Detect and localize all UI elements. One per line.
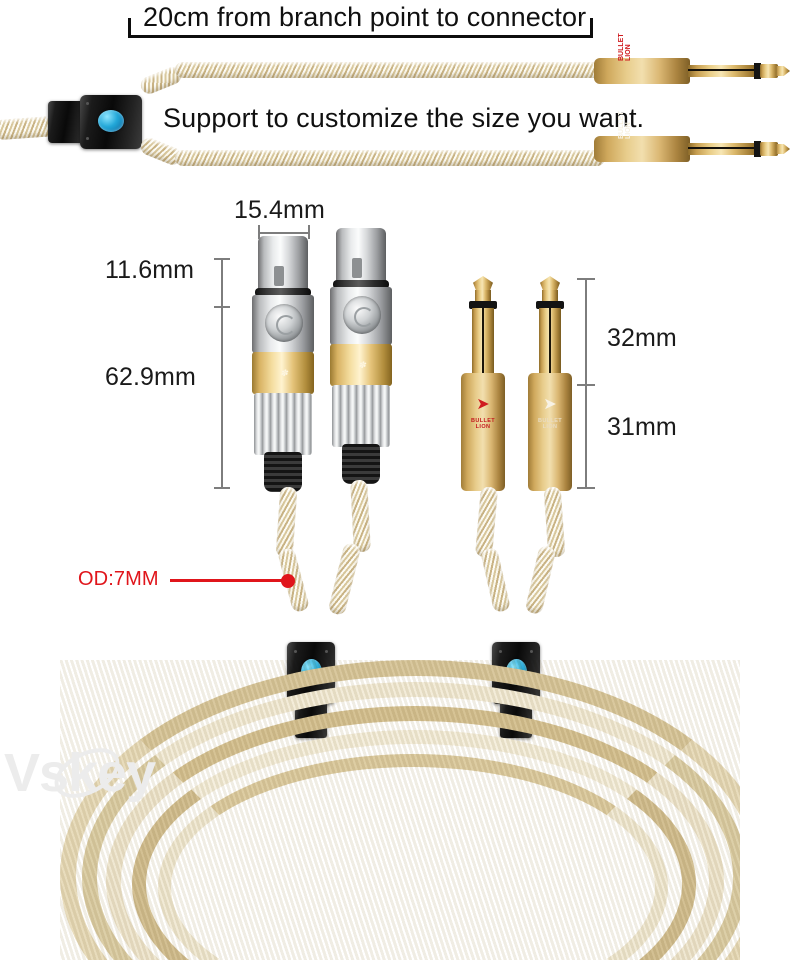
- headline-text: 20cm from branch point to connector: [143, 2, 587, 32]
- plug-shaft: [688, 65, 760, 77]
- xlr-knurled-grip: [332, 385, 390, 447]
- cable-from-xlr-right: [350, 479, 371, 553]
- plug-shaft-ring: [688, 69, 760, 71]
- xlr-female-left: ✽: [252, 236, 314, 492]
- dim-tick-xlr-mid: [214, 306, 230, 308]
- dim-tick-ts-top: [577, 278, 595, 280]
- cable-branch-upper: [175, 62, 605, 78]
- screw-dot-icon: [499, 650, 502, 653]
- xlr-gold-band: [330, 344, 392, 386]
- xlr-oring: [333, 280, 389, 289]
- plug-logo-white: BULLET LION: [618, 111, 632, 139]
- od-leader-dot: [281, 574, 295, 588]
- splitter-top: [80, 95, 142, 149]
- screw-dot-icon: [325, 650, 328, 653]
- screw-dot-icon: [86, 137, 89, 140]
- plug-tip-base: [760, 64, 778, 78]
- headline-bracket-bar: [128, 35, 593, 38]
- plug-lion-logo-icon: ➤: [476, 396, 490, 413]
- xlr-latch-icon: [352, 258, 362, 278]
- label-width-154mm: 15.4mm: [234, 196, 325, 224]
- plug-shaft: [688, 143, 760, 155]
- cable-from-xlr-left: [275, 486, 298, 558]
- dim-tick-xlr-bottom: [214, 487, 230, 489]
- od-leader-line: [170, 579, 288, 582]
- screw-dot-icon: [530, 650, 533, 653]
- dim-bar-width: [258, 232, 310, 234]
- dim-tick-xlr-top: [214, 258, 230, 260]
- plug-tip-icon: [473, 276, 493, 292]
- plug-insulator-ring: [469, 301, 497, 309]
- cable-from-ts-right-lower: [524, 544, 557, 616]
- dim-tick-width-right: [308, 225, 310, 239]
- screw-dot-icon: [294, 650, 297, 653]
- subhead-text: Support to customize the size you want.: [163, 103, 645, 133]
- plug-tip-icon: [776, 144, 790, 154]
- label-od-7mm: OD:7MM: [78, 568, 159, 590]
- xlr-strain-relief: [342, 444, 380, 484]
- headline-bracket-left-tick: [128, 18, 131, 38]
- xlr-spiral-inner-icon: [354, 307, 374, 327]
- coiled-cable-bundle: [60, 660, 740, 960]
- plug-tip-base: [760, 142, 778, 156]
- plug-shaft-groove: [482, 308, 484, 376]
- plug-tip-base: [475, 290, 491, 302]
- dim-tick-ts-bottom: [577, 487, 595, 489]
- xlr-gold-band: [252, 352, 314, 394]
- cable-from-xlr-right-lower: [327, 542, 362, 616]
- xlr-knurled-grip: [254, 393, 312, 455]
- plug-tip-icon: [776, 66, 790, 76]
- xlr-flame-logo-icon: ✽: [280, 368, 288, 378]
- cable-from-ts-left: [474, 486, 499, 558]
- label-32mm: 32mm: [607, 324, 677, 352]
- ts-plug-white: ➤ BULLET LION: [522, 276, 578, 491]
- plug-body: [594, 58, 690, 84]
- splitter-top-collar: [48, 101, 86, 143]
- plug-tip-base: [542, 290, 558, 302]
- screw-dot-icon: [86, 102, 89, 105]
- ts-plug-red: ➤ BULLET LION: [455, 276, 511, 491]
- plug-insulator-ring: [754, 141, 761, 157]
- label-116mm: 11.6mm: [105, 256, 195, 284]
- plug-body: [528, 373, 572, 491]
- label-629mm: 62.9mm: [105, 363, 196, 391]
- xlr-spiral-inner-icon: [276, 315, 296, 335]
- dim-bar-ts-vertical: [585, 278, 587, 488]
- xlr-latch-icon: [274, 266, 284, 286]
- xlr-oring: [255, 288, 311, 297]
- plug-logo-red: BULLET LION: [618, 33, 632, 61]
- dim-bar-xlr-vertical: [221, 258, 223, 488]
- headline-bracket-right-tick: [590, 18, 593, 38]
- cable-from-ts-left-lower: [480, 546, 511, 614]
- splitter-badge-icon: [98, 110, 124, 132]
- plug-logo-white: BULLET LION: [537, 418, 563, 430]
- plug-insulator-ring: [754, 63, 761, 79]
- xlr-flame-logo-icon: ✽: [358, 360, 366, 370]
- plug-body: [461, 373, 505, 491]
- plug-insulator-ring: [536, 301, 564, 309]
- xlr-female-right: ✽: [330, 228, 392, 484]
- cable-branch-lower: [175, 150, 605, 166]
- dim-tick-ts-mid: [577, 384, 595, 386]
- plug-shaft-groove: [549, 308, 551, 376]
- plug-logo-red: BULLET LION: [470, 418, 496, 430]
- dim-tick-width-left: [258, 225, 260, 239]
- plug-lion-logo-icon: ➤: [543, 396, 557, 413]
- xlr-strain-relief: [264, 452, 302, 492]
- watermark-text: Vskey: [4, 743, 156, 803]
- label-31mm: 31mm: [607, 413, 677, 441]
- plug-shaft-ring: [688, 147, 760, 149]
- plug-body: [594, 136, 690, 162]
- plug-tip-icon: [540, 276, 560, 292]
